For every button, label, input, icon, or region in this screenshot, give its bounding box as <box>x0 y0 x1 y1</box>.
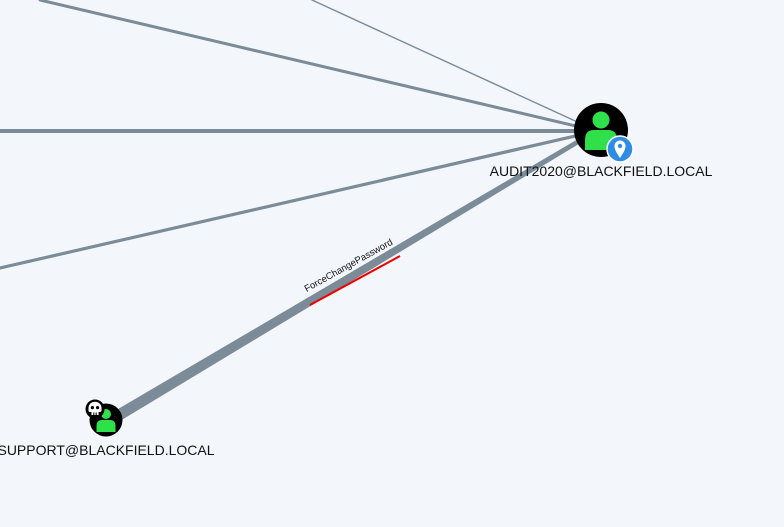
edge-highlight <box>309 255 401 306</box>
skull-icon <box>85 399 105 419</box>
node-audit2020[interactable]: AUDIT2020@BLACKFIELD.LOCAL <box>490 103 713 179</box>
edge-offscreen-1[interactable] <box>311 0 598 132</box>
edge-offscreen-4[interactable] <box>0 129 599 270</box>
edge-line[interactable] <box>115 129 598 420</box>
map-pin-icon <box>606 135 634 163</box>
edge-offscreen-2[interactable] <box>38 0 599 133</box>
node-label: SUPPORT@BLACKFIELD.LOCAL <box>0 442 215 458</box>
node-support[interactable]: SUPPORT@BLACKFIELD.LOCAL <box>0 399 215 459</box>
incoming-edges <box>0 0 599 270</box>
node-label: AUDIT2020@BLACKFIELD.LOCAL <box>490 163 713 179</box>
